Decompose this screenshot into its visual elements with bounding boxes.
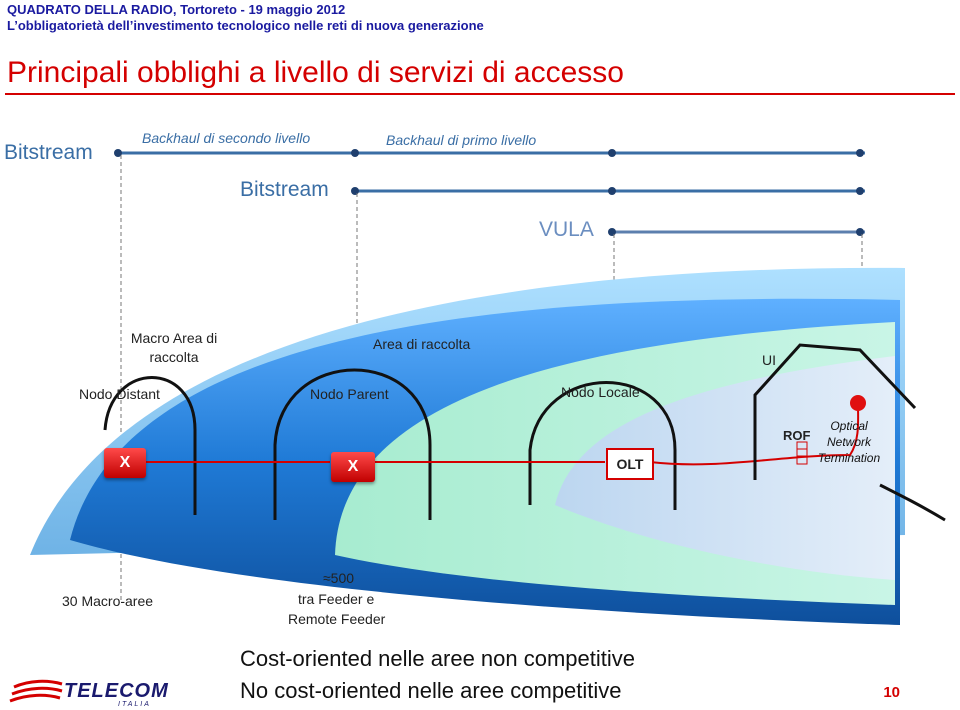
bitstream-sub-label: Bitstream	[240, 178, 329, 201]
header-subtitle: L’obbligatorietà dell’investimento tecno…	[7, 18, 484, 33]
page-title: Principali obblighi a livello di servizi…	[7, 56, 624, 89]
nodo-distant-label: Nodo Distant	[79, 386, 160, 402]
ont-label: Optical Network Termination	[817, 419, 881, 465]
fibre-loop	[103, 376, 197, 515]
macro-aree-count: 30 Macro-aree	[62, 593, 154, 609]
ont-icon	[850, 395, 866, 411]
header-event: QUADRATO DELLA RADIO, Tortoreto - 19 mag…	[7, 2, 346, 17]
house-wall	[879, 483, 946, 522]
page-number: 10	[883, 684, 900, 701]
nodo-locale-label: Nodo Locale	[561, 384, 640, 400]
macro-area-label: Macro Area di raccolta	[130, 330, 218, 365]
scale-dot	[608, 187, 616, 195]
vula-label: VULA	[539, 218, 594, 241]
bitstream-label: Bitstream	[4, 141, 93, 164]
telecom-logo-stripes	[9, 679, 63, 703]
scale-dot	[351, 149, 359, 157]
fibre-red-path	[145, 404, 860, 466]
ui-label: UI	[762, 352, 776, 368]
nodo-parent-box: X	[331, 452, 375, 482]
footer-no-cost-oriented: No cost-oriented nelle aree competitive	[240, 678, 622, 703]
fibre-loop	[528, 381, 677, 510]
scale-dot	[608, 228, 616, 236]
scale-dot	[856, 228, 864, 236]
area-raccolta-label: Area di raccolta	[373, 336, 471, 352]
nodo-parent-label: Nodo Parent	[310, 386, 389, 402]
rof-icon	[796, 441, 808, 465]
feeder-line3: Remote Feeder	[288, 611, 386, 627]
scale-dot	[856, 187, 864, 195]
telecom-logo-sub: ITALIA	[118, 701, 151, 708]
rof-label: ROF	[783, 428, 811, 443]
scale-dot	[114, 149, 122, 157]
backhaul-first-label: Backhaul di primo livello	[386, 132, 537, 148]
scale-dot	[351, 187, 359, 195]
fibre-loop	[273, 368, 432, 520]
footer-cost-oriented: Cost-oriented nelle aree non competitive	[240, 646, 636, 671]
feeder-approx: ≈500	[323, 570, 355, 586]
scale-dot	[608, 149, 616, 157]
telecom-logo: TELECOM	[64, 680, 169, 702]
scale-dot	[856, 149, 864, 157]
feeder-line2: tra Feeder e	[298, 591, 375, 607]
nodo-distant-box: X	[104, 448, 146, 478]
backhaul-second-label: Backhaul di secondo livello	[142, 130, 311, 146]
zone-nodo-locale	[555, 356, 895, 580]
house-icon	[753, 343, 917, 480]
olt-box: OLT	[606, 448, 654, 480]
